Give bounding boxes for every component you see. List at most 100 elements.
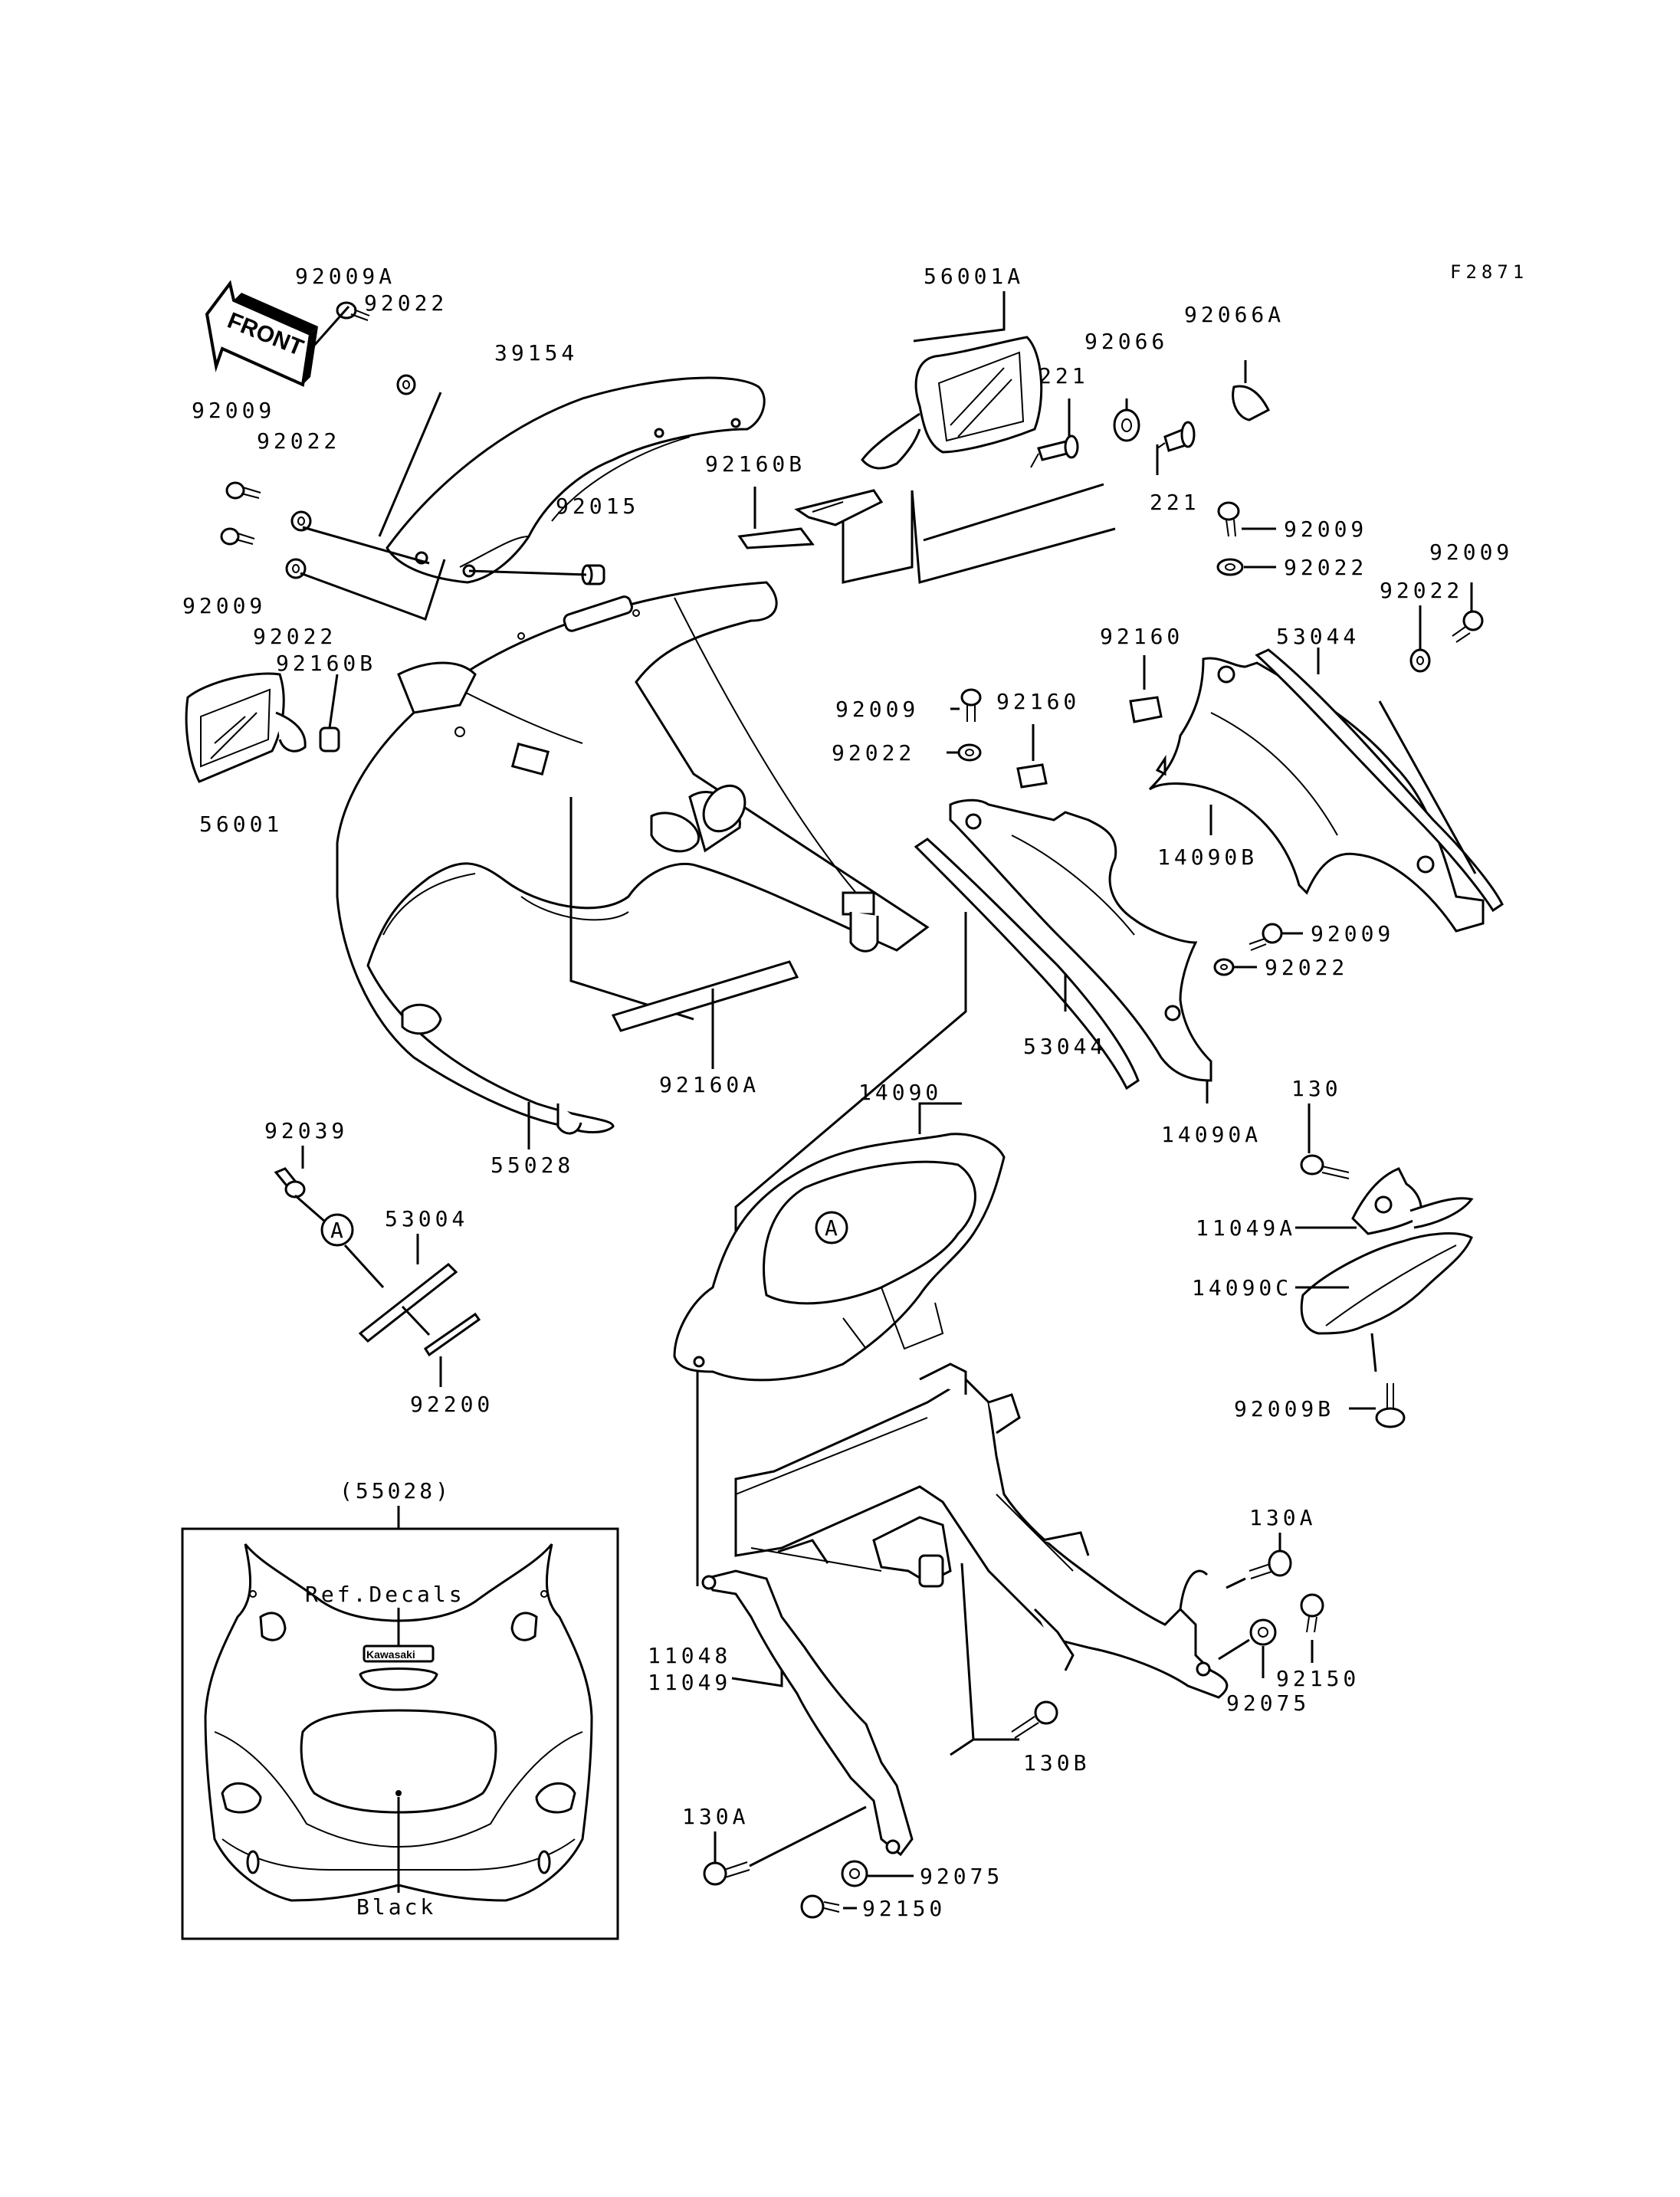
washer-92022-a-icon <box>396 374 416 395</box>
label-53044-a: 53044 <box>1276 624 1360 649</box>
washer-92022-g-icon <box>1213 958 1235 976</box>
part-labels: 92009A 92022 39154 92009 92022 92015 920… <box>182 264 1513 1921</box>
label-11049A: 11049A <box>1196 1215 1296 1241</box>
bolt-92009-b-icon <box>220 527 255 546</box>
cowling-stay-11048 <box>701 1362 1229 1857</box>
washer-92022-f-icon <box>957 743 982 762</box>
front-arrow-icon: FRONT <box>205 280 318 387</box>
label-92022-g: 92022 <box>1265 955 1348 980</box>
inset-black: Black <box>356 1894 436 1920</box>
screw-221-b-icon <box>1157 421 1196 452</box>
label-130: 130 <box>1291 1076 1342 1101</box>
inset-ref-decals: Ref.Decals <box>305 1582 465 1607</box>
label-92160A: 92160A <box>659 1072 760 1097</box>
callout-a-left: A <box>320 1213 354 1247</box>
label-92039: 92039 <box>264 1118 348 1143</box>
inner-panel-14090B <box>1148 657 1485 933</box>
label-130A-b: 130A <box>682 1804 749 1829</box>
rivet-92039-icon <box>274 1167 306 1199</box>
label-92200-icon <box>423 1312 481 1357</box>
label-92022-f: 92022 <box>832 740 915 766</box>
label-92009-e: 92009 <box>835 697 919 722</box>
mirror-56001A <box>794 336 1043 526</box>
label-92009A: 92009A <box>295 264 395 289</box>
label-130B: 130B <box>1023 1750 1090 1776</box>
inset-box <box>181 1527 619 1940</box>
label-92015: 92015 <box>556 494 639 519</box>
callout-a-meter: A <box>815 1211 848 1244</box>
label-92160B-a: 92160B <box>276 651 376 676</box>
label-92009-a: 92009 <box>192 398 275 423</box>
label-14090C: 14090C <box>1192 1275 1292 1300</box>
label-92009-f: 92009 <box>1311 921 1394 946</box>
label-92022-c: 92022 <box>253 624 336 649</box>
collar-92150-a-icon <box>1300 1593 1324 1633</box>
fairing-55028 <box>336 581 930 1135</box>
strip-92160A-icon <box>611 960 799 1032</box>
label-92160-a: 92160 <box>1100 624 1183 649</box>
bolt-130A-a-icon <box>1249 1549 1292 1579</box>
washer-92022-e-icon <box>1409 648 1431 673</box>
label-92075-b: 92075 <box>920 1864 1003 1889</box>
pad-92160B-b-icon <box>737 527 815 549</box>
label-92009-c: 92009 <box>1284 516 1367 542</box>
bolt-130A-b-icon <box>703 1861 750 1886</box>
svg-text:A: A <box>825 1215 841 1241</box>
grommet-92075-b-icon <box>841 1860 868 1887</box>
panel-14090C <box>1300 1232 1473 1335</box>
inset-title: (55028) <box>340 1478 451 1503</box>
svg-text:A: A <box>330 1218 346 1243</box>
label-92075-a: 92075 <box>1226 1690 1310 1716</box>
bolt-92009-d-icon <box>1452 610 1484 643</box>
figure-code: F2871 <box>1450 261 1528 283</box>
label-92150-a: 92150 <box>1276 1666 1360 1691</box>
label-39154: 39154 <box>494 340 578 366</box>
washer-92022-b-icon <box>290 510 312 532</box>
bracket-11049A <box>1351 1167 1474 1235</box>
bolt-130-icon <box>1300 1154 1350 1179</box>
bolt-92009-f-icon <box>1249 923 1283 951</box>
pad-92160-b-icon <box>1016 763 1048 789</box>
grommet-92075-a-icon <box>1249 1618 1277 1646</box>
label-92009-d: 92009 <box>1429 539 1513 565</box>
label-221-a: 221 <box>1039 363 1089 389</box>
label-92200: 92200 <box>410 1392 494 1417</box>
washer-92022-d-icon <box>1216 558 1244 576</box>
pad-92160-a-icon <box>1129 696 1163 723</box>
label-92160-b: 92160 <box>996 689 1080 714</box>
label-55028: 55028 <box>491 1153 574 1178</box>
inset-logo: Kawasaki <box>366 1648 415 1661</box>
label-14090: 14090 <box>858 1080 942 1105</box>
label-11048: 11048 <box>648 1643 731 1668</box>
bolt-92009-e-icon <box>960 688 982 722</box>
label-92022-e: 92022 <box>1380 578 1463 603</box>
label-92022-d: 92022 <box>1284 555 1367 580</box>
cap-92066A-icon <box>1232 385 1271 421</box>
label-53044-b: 53044 <box>1023 1034 1107 1059</box>
emblem-53004-icon <box>358 1263 458 1343</box>
trim-53044-b-icon <box>914 838 1140 1090</box>
label-14090B: 14090B <box>1157 844 1258 870</box>
label-56001A: 56001A <box>924 264 1024 289</box>
label-130A-a: 130A <box>1249 1505 1316 1530</box>
upper-cowl-39154 <box>386 376 766 584</box>
label-53004: 53004 <box>385 1206 468 1231</box>
label-92022-a: 92022 <box>364 290 448 316</box>
washer-92066-icon <box>1113 408 1140 442</box>
bolt-130B-icon <box>1011 1700 1058 1739</box>
label-92066A: 92066A <box>1184 302 1285 327</box>
label-92160B-b: 92160B <box>705 451 806 477</box>
inner-panel-14090A <box>949 798 1212 1082</box>
label-92150-b: 92150 <box>862 1896 946 1921</box>
label-14090A: 14090A <box>1161 1122 1262 1147</box>
trim-53044-a-icon <box>1255 648 1504 913</box>
screw-221-a-icon <box>1030 434 1079 468</box>
label-56001: 56001 <box>199 812 283 837</box>
label-92009-b: 92009 <box>182 593 266 618</box>
bolt-92009-a-icon <box>225 481 261 500</box>
label-11049: 11049 <box>648 1670 731 1695</box>
label-92066: 92066 <box>1084 329 1168 354</box>
label-221-b: 221 <box>1150 490 1200 515</box>
mirror-56001 <box>185 672 340 783</box>
